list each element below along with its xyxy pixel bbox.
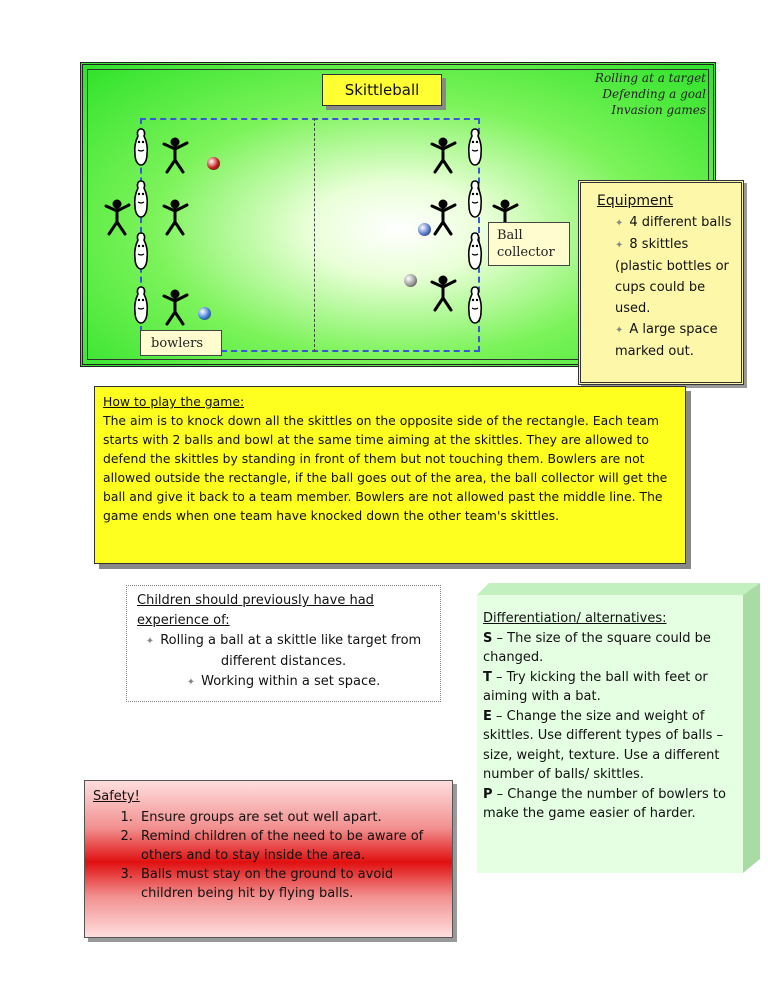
- skittle-icon: [132, 286, 150, 324]
- skittle-icon: [132, 232, 150, 270]
- middle-line: [314, 118, 315, 352]
- steps-item: P – Change the number of bowlers to make…: [483, 786, 726, 822]
- safety-list: Ensure groups are set out well apart. Re…: [93, 808, 444, 903]
- differentiation-box: Differentiation/ alternatives: S – The s…: [477, 583, 760, 873]
- safety-title: Safety!: [93, 789, 140, 804]
- tag: Invasion games: [611, 103, 706, 117]
- page-title: Skittleball: [322, 74, 442, 106]
- tag: Rolling at a target: [594, 71, 706, 85]
- equipment-item: ✦4 different balls: [615, 215, 732, 230]
- skittle-icon: [132, 180, 150, 218]
- player-icon: [102, 198, 132, 236]
- diamond-bullet-icon: ✦: [615, 325, 624, 336]
- equipment-item: ✦A large space marked out.: [615, 322, 718, 359]
- bowlers-label: bowlers: [140, 330, 222, 356]
- equipment-item: ✦8 skittles (plastic bottles or cups cou…: [615, 237, 729, 316]
- safety-item: Balls must stay on the ground to avoid c…: [137, 865, 444, 903]
- diamond-bullet-icon: ✦: [186, 677, 196, 688]
- skittle-icon: [466, 232, 484, 270]
- player-icon: [160, 288, 190, 326]
- player-icon: [428, 136, 458, 174]
- ball-collector-label: Ball collector: [488, 222, 570, 266]
- steps-item: S – The size of the square could be chan…: [483, 630, 711, 666]
- player-icon: [428, 198, 458, 236]
- experience-item: ✦Rolling a ball at a skittle like target…: [145, 633, 422, 669]
- safety-item: Remind children of the need to be aware …: [137, 827, 444, 865]
- how-to-play-text: The aim is to knock down all the skittle…: [103, 413, 668, 523]
- diamond-bullet-icon: ✦: [615, 240, 624, 251]
- diamond-bullet-icon: ✦: [615, 218, 624, 229]
- equipment-title: Equipment: [597, 193, 673, 209]
- box-3d-side: [743, 583, 760, 873]
- tag: Defending a goal: [602, 87, 706, 101]
- player-icon: [490, 198, 520, 236]
- player-icon: [428, 274, 458, 312]
- ball-icon: [418, 223, 431, 236]
- skittle-icon: [466, 286, 484, 324]
- steps-item: T – Try kicking the ball with feet or ai…: [483, 669, 708, 705]
- how-to-play-box: How to play the game: The aim is to knoc…: [94, 386, 686, 564]
- equipment-box: Equipment ✦4 different balls ✦8 skittles…: [578, 180, 744, 385]
- activity-tags: Rolling at a target Defending a goal Inv…: [595, 70, 706, 118]
- ball-icon: [404, 274, 417, 287]
- player-icon: [160, 136, 190, 174]
- ball-icon: [198, 307, 211, 320]
- experience-item: ✦Working within a set space.: [186, 674, 381, 689]
- how-to-play-title: How to play the game:: [103, 394, 245, 409]
- safety-box: Safety! Ensure groups are set out well a…: [84, 780, 453, 938]
- skittle-icon: [132, 128, 150, 166]
- box-3d-top: [477, 583, 760, 595]
- ball-icon: [207, 157, 220, 170]
- steps-item: E – Change the size and weight of skittl…: [483, 708, 723, 783]
- player-icon: [160, 198, 190, 236]
- previous-experience-box: Children should previously have had expe…: [126, 585, 441, 702]
- skittle-icon: [466, 180, 484, 218]
- safety-item: Ensure groups are set out well apart.: [137, 808, 444, 827]
- differentiation-title: Differentiation/ alternatives:: [483, 611, 667, 626]
- previous-experience-title: Children should previously have had expe…: [137, 593, 374, 628]
- skittle-icon: [466, 128, 484, 166]
- diamond-bullet-icon: ✦: [145, 636, 155, 647]
